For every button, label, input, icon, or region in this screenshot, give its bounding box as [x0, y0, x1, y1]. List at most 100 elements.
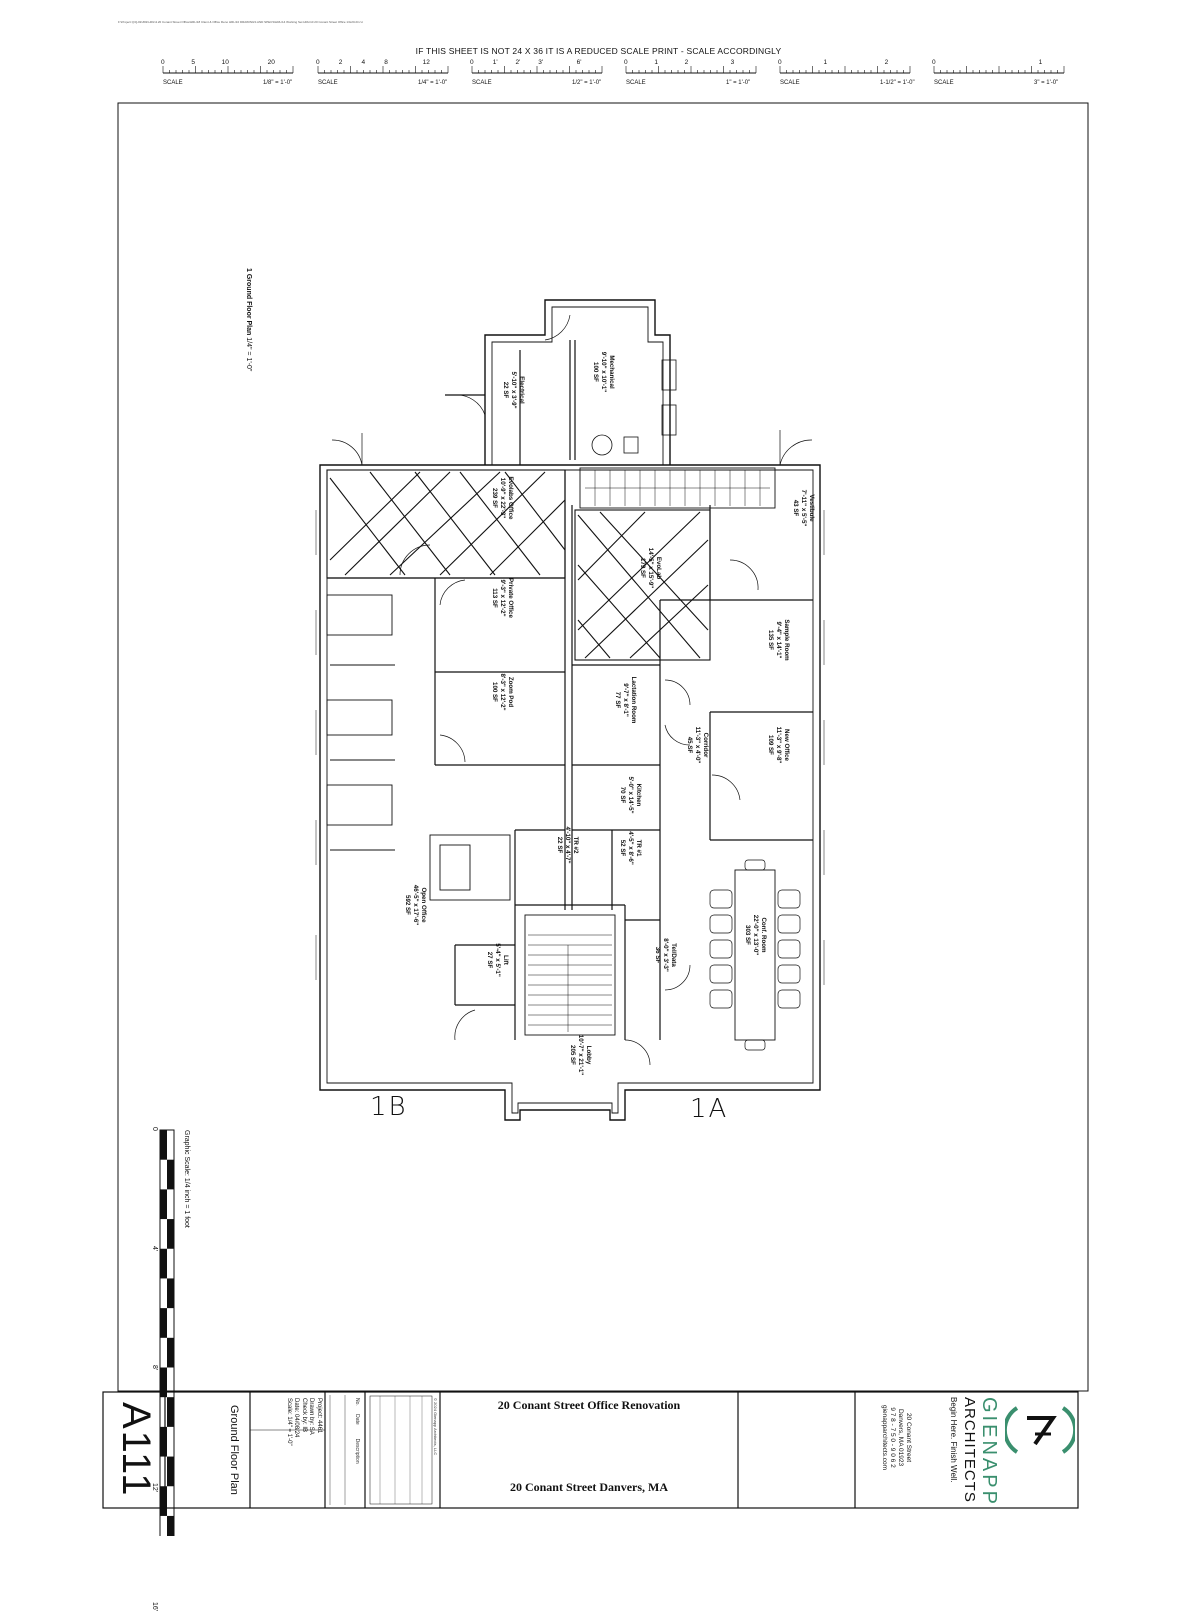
scale-bar-tick-label: 12 — [422, 59, 430, 66]
graphic-scale-segment — [167, 1515, 174, 1536]
graphic-scale-segment — [167, 1159, 174, 1190]
scale-bar-tick-label: 0 — [470, 59, 474, 66]
copyright-text: © 2024 Gienapp Architects, LLC — [433, 1398, 438, 1456]
room-area: 36 SF — [654, 946, 661, 964]
room-name: New Office — [783, 729, 790, 761]
sheet-number: A111 — [114, 1402, 158, 1498]
scale-bar-tick-label: 4 — [361, 59, 366, 66]
graphic-scale-segment — [160, 1248, 167, 1279]
scale-bar-ratio: 1-1/2" = 1'-0" — [880, 80, 915, 86]
room-dims: 9'-7" x 8'-1" — [622, 683, 629, 717]
room-area: 205 SF — [569, 1045, 576, 1065]
scale-bar-label: SCALE — [472, 80, 492, 86]
scale-bar-ratio: 1/4" = 1'-0" — [418, 80, 448, 86]
scale-bar-tick-label: 1 — [823, 59, 828, 66]
scale-bar-tick-label: 8 — [384, 59, 388, 66]
room-area: 100 SF — [592, 362, 599, 382]
room-area: 43 SF — [792, 499, 799, 517]
firm-logo-icon — [1005, 1406, 1075, 1454]
room-area: 179 SF — [639, 558, 646, 578]
firm-tagline: Begin Here. Finish Well. — [949, 1397, 958, 1483]
room-name: Kitchen — [635, 783, 642, 807]
scale-bar-label: SCALE — [163, 80, 183, 86]
view-title: 1 Ground Floor Plan 1/4" = 1'-0" — [245, 268, 252, 371]
room-dims: 7'-11" x 5'-5" — [800, 489, 807, 527]
room-dims: 46'-5" x 17'-6" — [412, 884, 419, 926]
room-name: TR #1 — [635, 839, 642, 857]
scale-bar-ratio: 3" = 1'-0" — [1034, 80, 1059, 86]
room-area: 100 SF — [491, 682, 498, 702]
view-scale: 1/4" = 1'-0" — [245, 337, 252, 372]
scale-bar-tick-label: 10 — [221, 59, 229, 66]
room-area: 22 SF — [502, 381, 509, 399]
scale-bar-ratio: 1" = 1'-0" — [726, 80, 751, 86]
room-dims: 14'-5" x 15'-9" — [647, 547, 654, 589]
graphic-scale-tick-label: 16' — [151, 1602, 158, 1611]
view-number: 1 — [245, 268, 252, 272]
room-area: 303 SF — [744, 925, 751, 945]
room-name: EvoLab — [655, 556, 662, 580]
room-name: Conf. Room — [760, 917, 767, 953]
room-name: Vestibule — [808, 494, 815, 522]
graphic-scale-tick-label: 0 — [151, 1127, 158, 1131]
scale-bar-tick-label: 2' — [515, 59, 521, 66]
room-dims: 9'-10" x 10'-1" — [600, 351, 607, 393]
scale-note: IF THIS SHEET IS NOT 24 X 36 IT IS A RED… — [415, 46, 782, 56]
scale-bar-tick-label: 2 — [338, 59, 343, 66]
scale-bar-tick-label: 2 — [884, 59, 889, 66]
graphic-scale-segment — [167, 1219, 174, 1249]
room-name: Private Office — [507, 578, 514, 618]
sheet-border — [117, 102, 1089, 1392]
room-area: 27 SF — [486, 951, 493, 969]
room-area: 22 SF — [556, 836, 563, 854]
room-dims: 10'-7" x 21'-1" — [577, 1034, 584, 1076]
room-name: Evolabs Office — [507, 476, 514, 520]
sheet-title: Ground Floor Plan — [228, 1405, 240, 1495]
scale-bar-tick-label: 0 — [624, 59, 628, 66]
graphic-scale-tick-label: 8' — [151, 1364, 158, 1370]
scale-bars-graphic — [162, 66, 1065, 74]
graphic-scale-segment — [160, 1308, 167, 1338]
room-name: TR #2 — [572, 836, 579, 854]
room-name: Corridor — [702, 732, 709, 758]
room-dims: 4'-5" x 8'-6" — [627, 831, 634, 865]
room-dims: 8'-0" x 3'-3" — [662, 938, 669, 972]
scale-bar-tick-label: 5 — [191, 59, 195, 66]
project-address: 20 Conant Street Danvers, MA — [509, 1480, 669, 1494]
scale-bar-tick-label: 2 — [684, 59, 689, 66]
room-name: Electrical — [518, 376, 525, 404]
firm-contact: 20 Conant Street Danvers, MA 01923 9 7 8… — [881, 1405, 912, 1471]
room-dims: 5'-0" x 14'-5" — [627, 776, 634, 814]
room-area: 52 SF — [619, 839, 626, 857]
scale-bar-tick-label: 1 — [1038, 59, 1043, 66]
room-area: 113 SF — [491, 588, 498, 608]
graphic-scale-segment — [167, 1456, 174, 1487]
room-area: 109 SF — [767, 735, 774, 755]
room-area: 135 SF — [767, 630, 774, 650]
graphic-scale-segment — [160, 1486, 167, 1516]
graphic-scale-segment — [167, 1278, 174, 1309]
graphic-scale-segment — [160, 1426, 167, 1457]
scale-bar-tick-label: 1 — [654, 59, 658, 66]
drawing-sheet: F:\Project Q\Q-##-###-HRL\3.20 Conant St… — [102, 20, 1089, 1611]
scale-bar-label: SCALE — [318, 80, 338, 86]
room-dims: 8'-3" x 12'-2" — [499, 673, 506, 711]
scale-bar-tick-label: 0 — [778, 59, 782, 66]
scale-bar-label: SCALE — [626, 80, 646, 86]
hand-label-right: 1A — [690, 1094, 729, 1124]
scale-bar-ratio: 1/8" = 1'-0" — [263, 80, 293, 86]
scale-bar-tick-label: 3' — [538, 59, 544, 66]
room-dims: 4'-10" x 4'-7" — [564, 826, 571, 864]
